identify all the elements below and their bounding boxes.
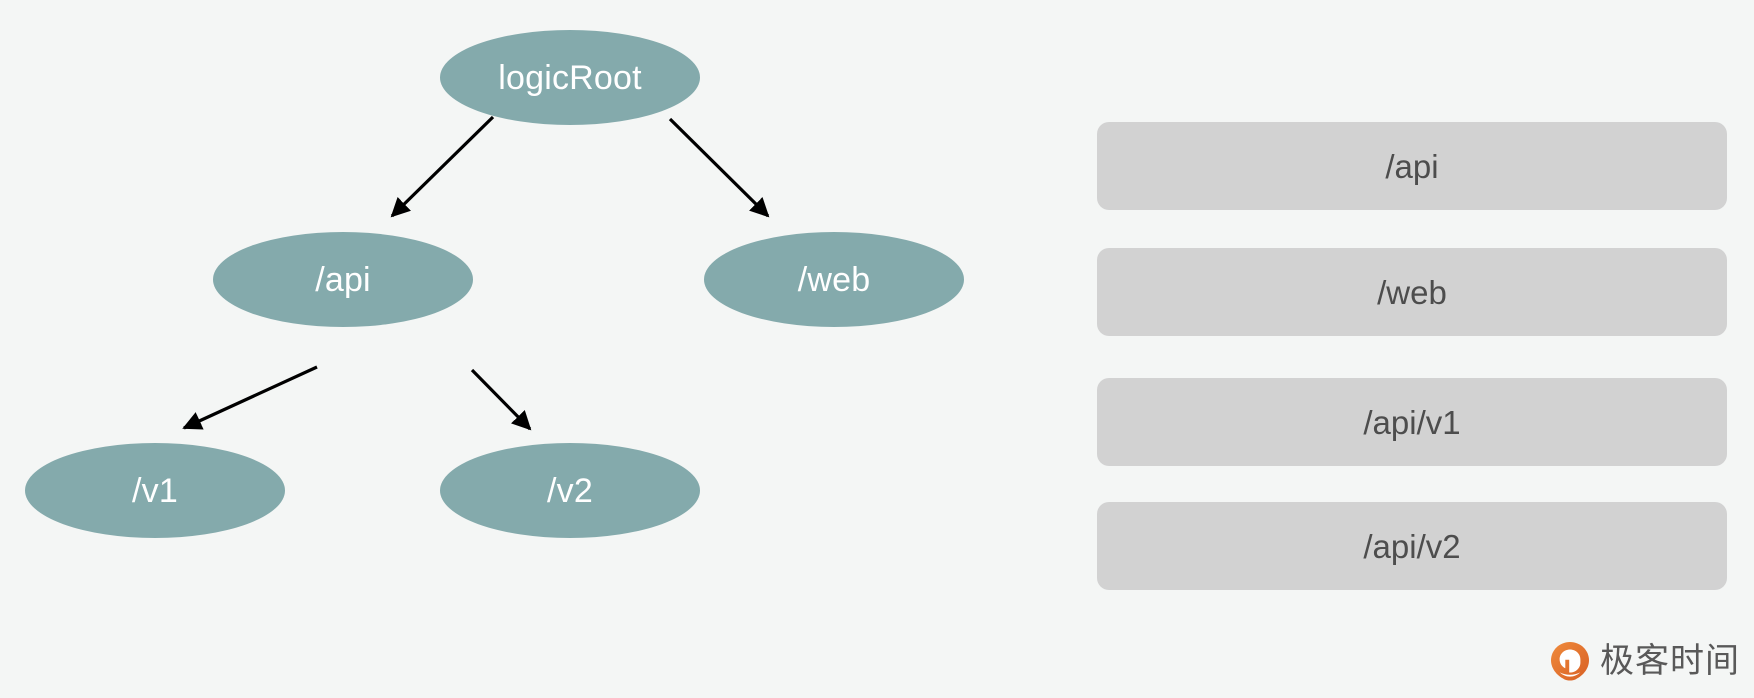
path-list-item-web[interactable]: /web <box>1097 248 1727 336</box>
tree-node-label: /api <box>315 260 371 299</box>
watermark-text: 极客时间 <box>1600 641 1740 681</box>
tree-edges <box>182 115 770 431</box>
path-list-item-label: /api <box>1385 147 1439 185</box>
tree-node-label: /web <box>797 260 871 299</box>
edge-api-to-v1 <box>182 365 318 430</box>
tree-node-logicroot[interactable]: logicRoot <box>440 30 700 125</box>
tree-node-label: /v2 <box>547 471 593 510</box>
path-list-item-api[interactable]: /api <box>1097 122 1727 210</box>
tree-node-label: logicRoot <box>498 58 642 97</box>
tree-node-v1[interactable]: /v1 <box>25 443 285 538</box>
path-list-item-label: /api/v2 <box>1363 527 1461 565</box>
path-list-item-label: /api/v1 <box>1363 403 1461 441</box>
geekbang-logo-icon <box>1551 642 1589 681</box>
edge-logicroot-to-web <box>668 117 770 218</box>
edge-api-to-v2 <box>470 368 532 431</box>
path-list-item-api-v2[interactable]: /api/v2 <box>1097 502 1727 590</box>
tree-node-v2[interactable]: /v2 <box>440 443 700 538</box>
path-list-item-api-v1[interactable]: /api/v1 <box>1097 378 1727 466</box>
path-list: /api /web /api/v1 /api/v2 <box>1097 0 1727 698</box>
tree-node-label: /v1 <box>132 471 178 510</box>
edge-logicroot-to-api <box>390 115 495 218</box>
path-list-item-label: /web <box>1377 273 1447 311</box>
tree-node-web[interactable]: /web <box>704 232 964 327</box>
watermark: 极客时间 <box>1548 638 1740 684</box>
tree-node-api[interactable]: /api <box>213 232 473 327</box>
tree-diagram: logicRoot /api /web /v1 /v2 <box>25 30 964 538</box>
